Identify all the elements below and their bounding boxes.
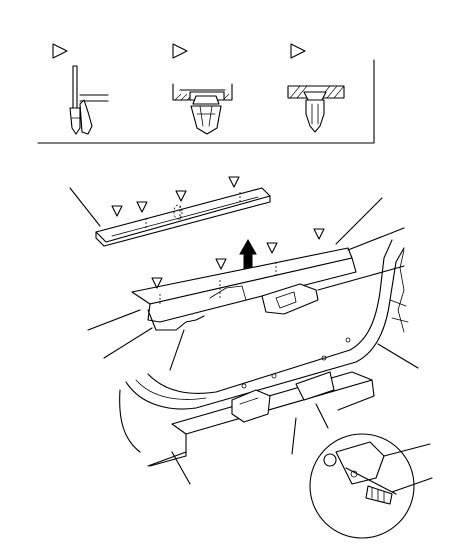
opening-edge-inner (147, 239, 393, 394)
clip-location-icon (266, 242, 278, 254)
detail-connector (365, 485, 393, 505)
clip-location-markers-upper (111, 176, 240, 217)
callout-leaders (69, 187, 433, 493)
trim-panel-pocket (261, 283, 319, 315)
clip-body (305, 99, 325, 133)
callout-leader (69, 187, 101, 227)
callout-leader (383, 443, 431, 457)
clip-body (190, 105, 222, 135)
callout-leader (169, 329, 185, 371)
upper-trim-strip (95, 187, 271, 247)
clip-type-c (287, 43, 345, 133)
clip-location-icon (151, 277, 163, 289)
clip-location-markers-lower (151, 228, 325, 289)
body-opening (119, 239, 409, 467)
clip-prong (79, 99, 93, 135)
clip-body (69, 107, 81, 135)
clip-location-icon (228, 176, 240, 188)
detail-cable (345, 467, 397, 495)
callout-leader (377, 343, 419, 369)
trim-panel-face (147, 257, 357, 323)
sill-panel (171, 371, 373, 435)
callout-leader (347, 227, 405, 251)
callout-leader (171, 451, 191, 485)
magnifier-circle (309, 433, 415, 539)
opening-edge-outer (125, 247, 405, 410)
clip-location-icon (313, 228, 325, 240)
callout-leader (335, 197, 383, 245)
lower-trim-panel (131, 247, 357, 331)
clip-marker-icon (172, 43, 188, 59)
detail-bracket (335, 441, 385, 485)
clip-location-icon (215, 258, 227, 270)
clip-location-icon (111, 205, 123, 217)
sill-bracket (231, 337, 351, 423)
clip-location-icon (175, 190, 187, 202)
panel-frame (37, 59, 375, 144)
callout-leader (103, 327, 153, 359)
clip-head (303, 91, 327, 101)
panel-edge (72, 65, 78, 111)
callout-leader (87, 309, 141, 331)
clip-marker-icon (290, 43, 306, 59)
callout-leader (291, 417, 297, 455)
callout-leader (317, 265, 405, 291)
latch-striker (295, 371, 335, 401)
clip-detail-panel (37, 43, 375, 144)
callout-leader (391, 477, 433, 493)
callout-leader (147, 451, 187, 467)
clip-head (192, 95, 220, 105)
bracket-body (231, 389, 271, 423)
detail-fastener (323, 453, 337, 467)
clip-marker-icon (52, 43, 68, 59)
clip-type-a (52, 43, 109, 135)
detail-magnifier (309, 403, 415, 539)
clip-type-b (172, 43, 233, 135)
clip-location-icon (136, 201, 148, 213)
